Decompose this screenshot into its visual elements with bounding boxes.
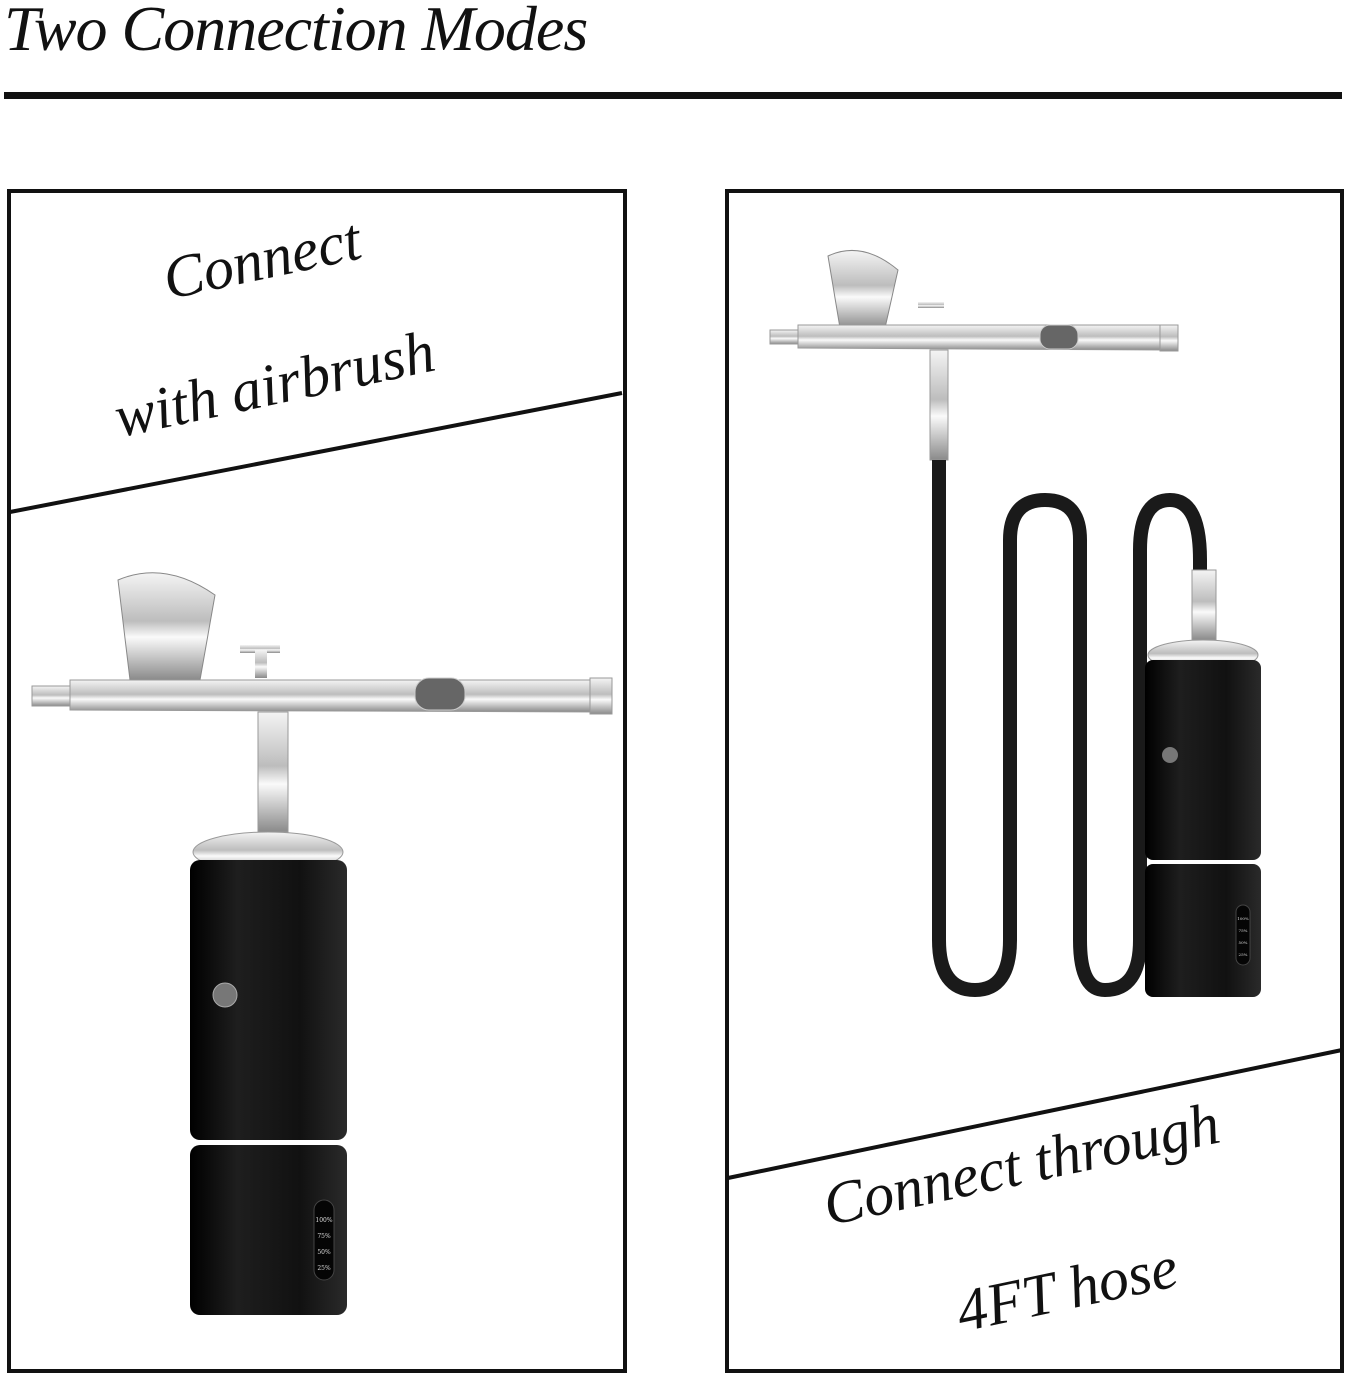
right-diagonal-divider	[727, 1048, 1343, 1180]
title-divider	[4, 92, 1342, 99]
svg-text:25%: 25%	[317, 1265, 331, 1272]
left-compressor: 100% 75% 50% 25%	[190, 831, 347, 1315]
power-button-icon	[212, 982, 238, 1008]
svg-text:100%: 100%	[1237, 916, 1249, 921]
svg-text:50%: 50%	[1239, 940, 1248, 945]
svg-text:75%: 75%	[1239, 928, 1248, 933]
page-title: Two Connection Modes	[4, 0, 588, 64]
battery-indicator	[1235, 904, 1251, 966]
right-compressor: 100% 75% 50% 25%	[1145, 569, 1261, 997]
right-airbrush	[769, 249, 1179, 461]
svg-text:25%: 25%	[1239, 952, 1248, 957]
svg-text:75%: 75%	[317, 1233, 331, 1240]
panel-direct-connection	[7, 189, 627, 1373]
svg-text:100%: 100%	[315, 1217, 332, 1224]
hose	[932, 460, 1207, 998]
panel-hose-connection	[725, 189, 1344, 1373]
power-button-icon	[1162, 747, 1178, 763]
left-airbrush	[31, 572, 613, 833]
left-diagonal-divider	[9, 391, 623, 514]
svg-text:50%: 50%	[317, 1249, 331, 1256]
battery-indicator	[313, 1199, 335, 1281]
